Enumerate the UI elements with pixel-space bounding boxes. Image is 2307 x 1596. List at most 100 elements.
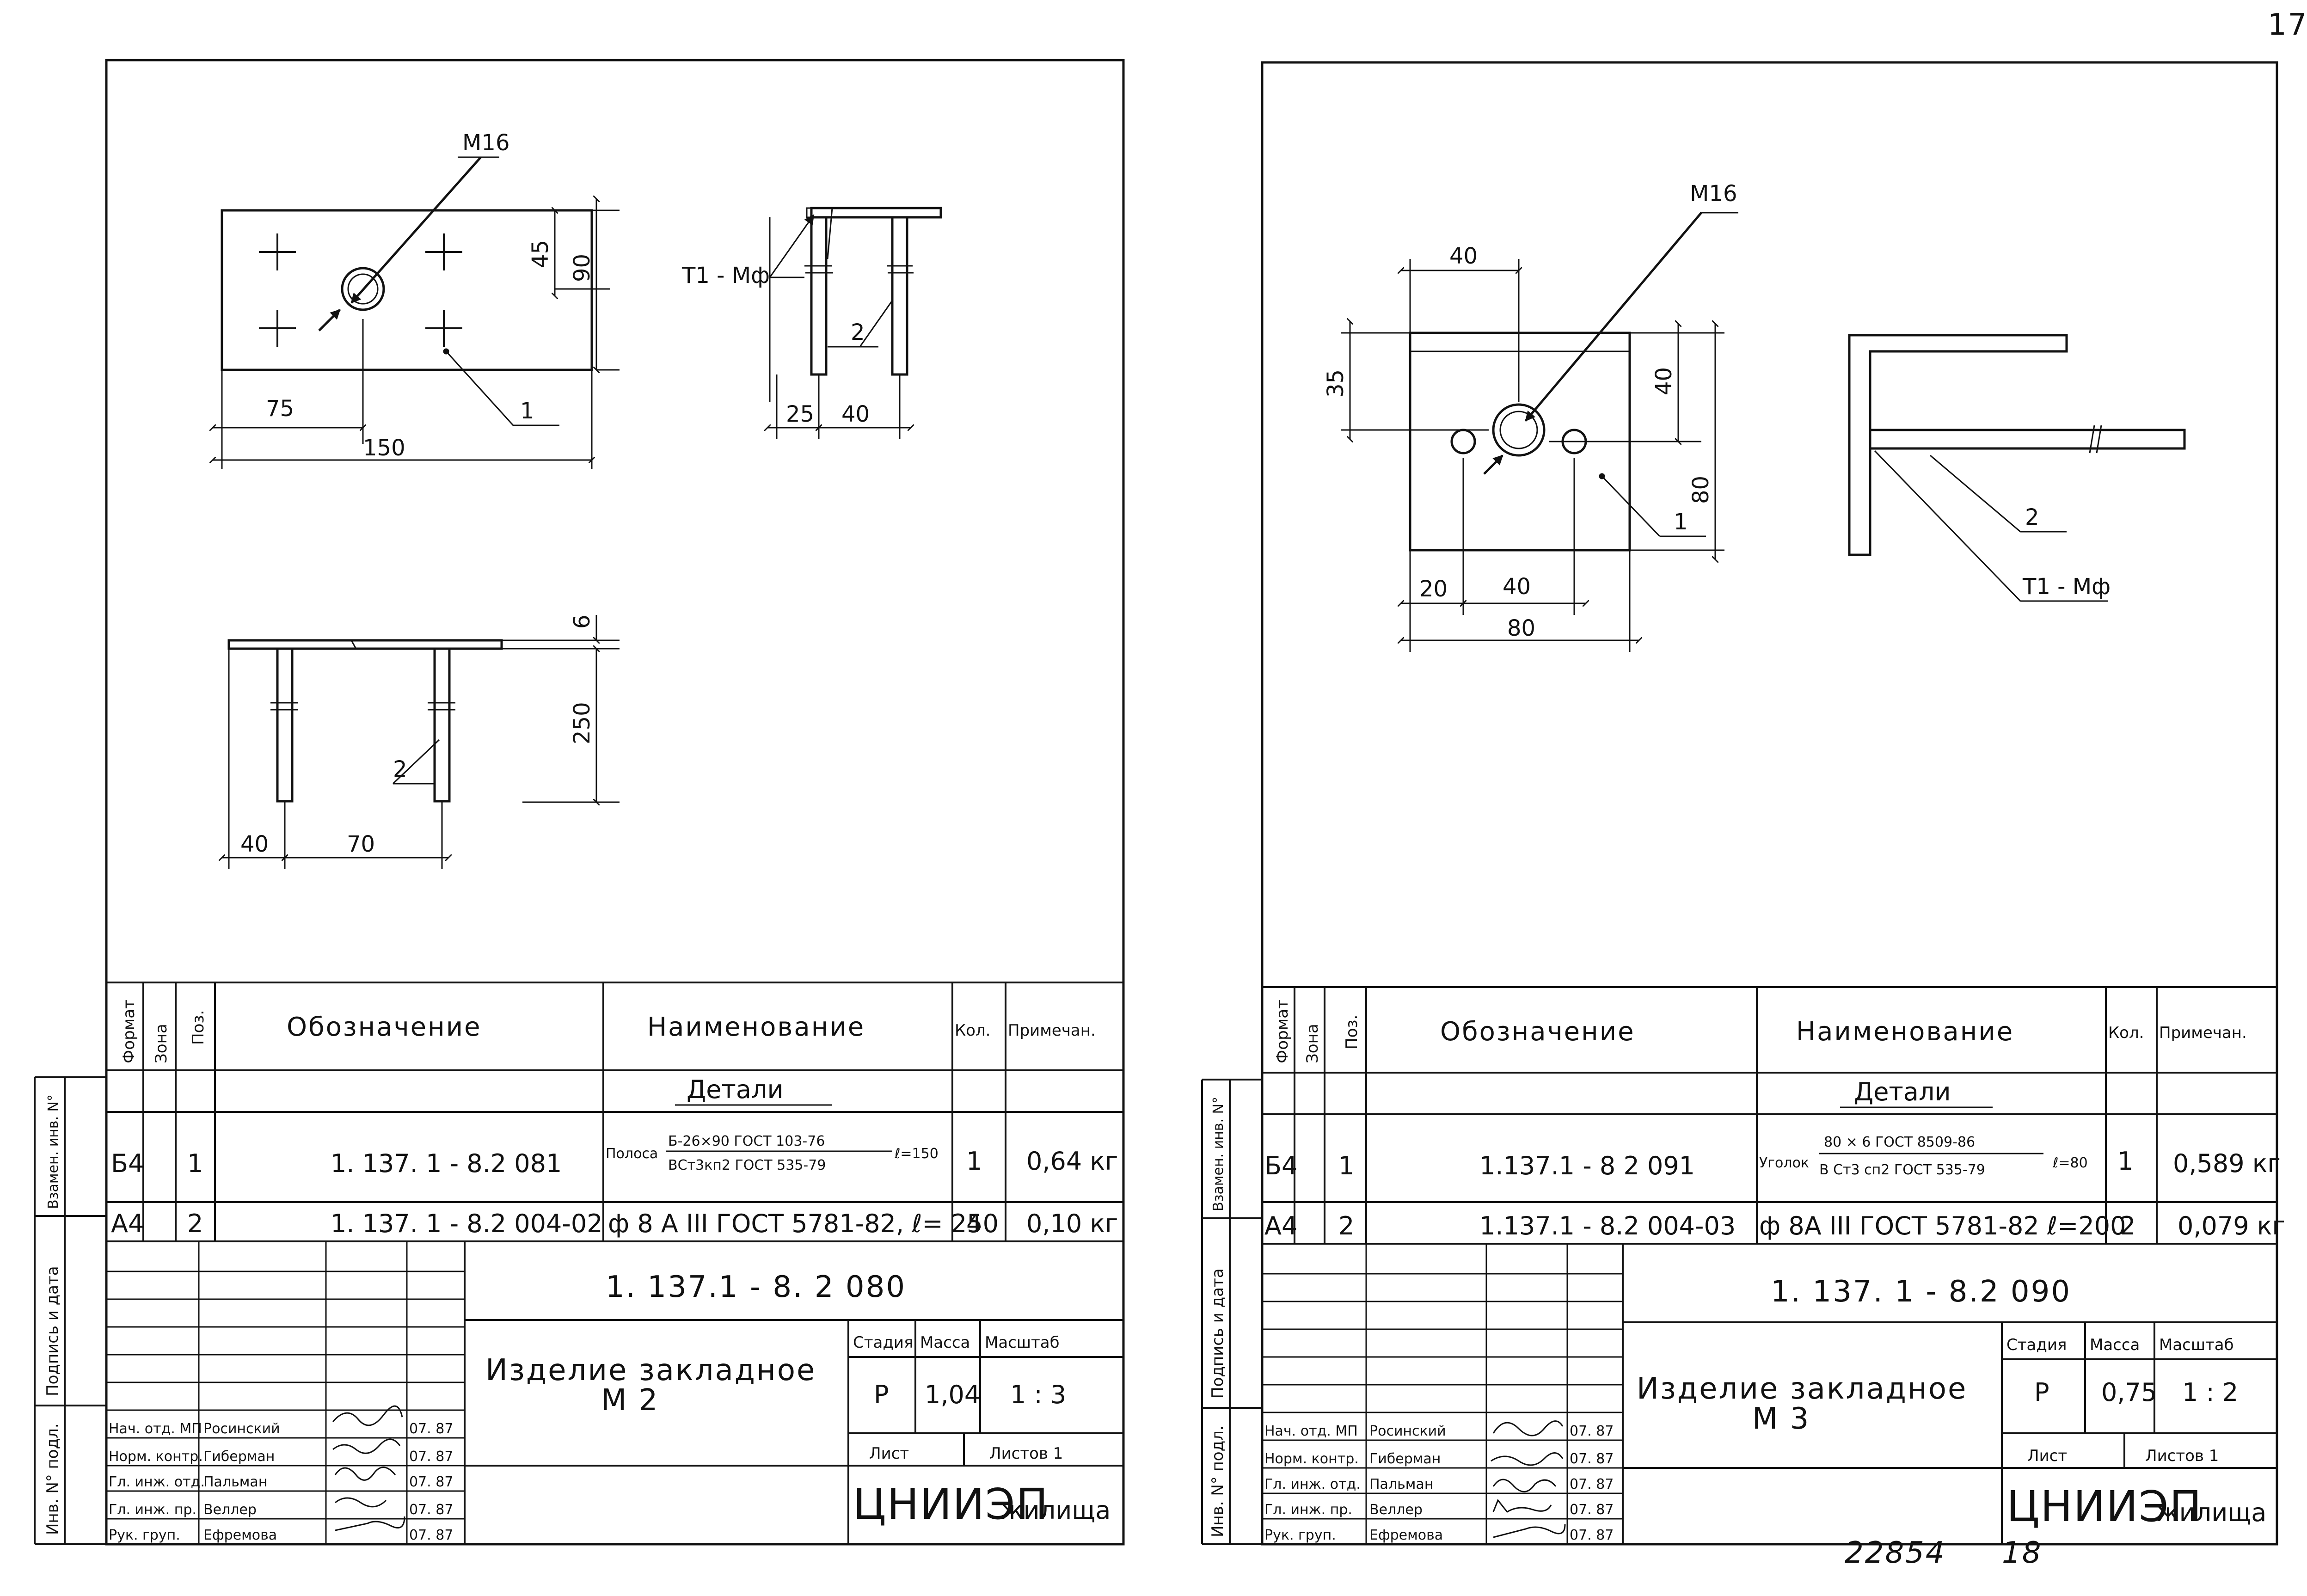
m3-dim-bottom-left: 20 xyxy=(1419,576,1448,602)
m2-weld-label: Т1 - Мф xyxy=(681,263,770,289)
m2-org-small: жилища xyxy=(1001,1496,1111,1525)
m2-part1-label: 1 xyxy=(520,398,534,424)
m3-sheet-label: Лист xyxy=(2027,1447,2067,1465)
m2-mass-label: Масса xyxy=(920,1333,970,1352)
m3-staff-role-1: Нач. отд. МП xyxy=(1264,1423,1358,1439)
m2-staff-date-4: 07. 87 xyxy=(409,1502,453,1518)
m3-th-name: Наименование xyxy=(1796,1017,2014,1047)
m3-title-line1: Изделие закладное xyxy=(1637,1372,1967,1406)
m2-texts: М16 1 75 150 45 90 Т1 - Мф 2 25 40 2 40 … xyxy=(43,130,1118,1543)
m3-staff-name-1: Росинский xyxy=(1369,1423,1446,1439)
m2-dim-side-left: 25 xyxy=(786,401,814,427)
m3-row1-name-bottom: В Ст3 сп2 ГОСТ 535-79 xyxy=(1819,1162,1985,1178)
m2-staff-date-3: 07. 87 xyxy=(409,1474,453,1490)
m3-th-zone: Зона xyxy=(1303,1024,1322,1063)
m2-staff-role-2: Норм. контр. xyxy=(109,1449,203,1465)
m2-row1-qty: 1 xyxy=(966,1147,982,1176)
m3-sheets-label: Листов 1 xyxy=(2145,1447,2219,1465)
m2-th-name: Наименование xyxy=(647,1012,865,1042)
m2-dim-hole-offset: 45 xyxy=(528,240,553,268)
m3-side-view xyxy=(1848,334,2186,602)
m3-row1-pos: 1 xyxy=(1338,1151,1354,1180)
m2-title-line2: М 2 xyxy=(601,1383,659,1418)
m2-th-note: Примечан. xyxy=(1008,1021,1096,1040)
sheet-m2-frame xyxy=(105,59,1125,1546)
m3-part1-label: 1 xyxy=(1674,509,1688,535)
m2-row1-name-prefix: Полоса xyxy=(606,1146,658,1162)
m2-th-qty: Кол. xyxy=(955,1021,990,1040)
m2-elevation-view xyxy=(222,615,620,869)
m2-row1-pos: 1 xyxy=(187,1149,203,1178)
m3-dim-height-total: 80 xyxy=(1688,476,1714,504)
m2-staff-role-1: Нач. отд. МП xyxy=(109,1421,202,1437)
m3-row1-name-prefix: Уголок xyxy=(1759,1155,1809,1171)
m3-row1-qty: 1 xyxy=(2117,1147,2133,1176)
m2-sheets-label: Листов 1 xyxy=(989,1444,1063,1463)
m2-th-pos: Поз. xyxy=(189,1010,208,1045)
m3-row1-name-suffix: ℓ=80 xyxy=(2052,1155,2088,1171)
m3-row1-designation: 1.137.1 - 8 2 091 xyxy=(1479,1151,1695,1180)
m2-signatures xyxy=(332,1405,405,1531)
m2-doc-number: 1. 137.1 - 8. 2 080 xyxy=(606,1270,906,1304)
m3-th-format: Формат xyxy=(1273,1000,1292,1063)
m2-side-label-sign: Подпись и дата xyxy=(43,1266,62,1396)
m3-org-big: ЦНИИЭП xyxy=(2006,1482,2203,1531)
m2-stage-value: Р xyxy=(874,1380,889,1409)
m2-row1-name-top: Б-26×90 ГОСТ 103-76 xyxy=(668,1133,825,1149)
m2-scale-value: 1 : 3 xyxy=(1010,1380,1066,1409)
m3-bolt-label: М16 xyxy=(1690,181,1737,207)
m3-staff-name-2: Гиберман xyxy=(1369,1451,1441,1467)
m3-dim-bottom-total: 80 xyxy=(1507,615,1535,641)
m2-row2-qty: 4 xyxy=(966,1209,982,1238)
m2-org-big: ЦНИИЭП xyxy=(853,1479,1049,1529)
m2-row2-pos: 2 xyxy=(187,1209,203,1238)
m3-dim-top-offset: 40 xyxy=(1449,243,1478,269)
m2-staff-name-3: Пальман xyxy=(203,1474,267,1490)
m2-row1-format: Б4 xyxy=(111,1149,144,1178)
m3-staff-date-3: 07. 87 xyxy=(1570,1476,1614,1492)
m2-title-line1: Изделие закладное xyxy=(485,1353,816,1387)
m3-signatures xyxy=(1491,1420,1566,1538)
m2-staff-name-1: Росинский xyxy=(203,1421,280,1437)
m2-scale-label: Масштаб xyxy=(985,1333,1060,1352)
footer-sheet-mark: 18 xyxy=(2002,1536,2042,1570)
m3-staff-date-4: 07. 87 xyxy=(1570,1502,1614,1518)
sheet-m2 xyxy=(34,59,1125,1546)
m3-th-note: Примечан. xyxy=(2159,1024,2247,1042)
m3-row2-note: 0,079 кг xyxy=(2178,1211,2285,1240)
m3-title-block xyxy=(1262,1244,2277,1544)
m2-th-designation: Обозначение xyxy=(287,1012,482,1042)
m3-dim-height-top: 40 xyxy=(1651,367,1677,395)
m2-dim-bottom-left: 40 xyxy=(240,831,269,857)
m3-row2-pos: 2 xyxy=(1338,1211,1354,1240)
m3-staff-name-3: Пальман xyxy=(1369,1476,1433,1492)
m2-spec-table xyxy=(106,982,1123,1242)
m2-side-label-replace: Взамен. инв. N° xyxy=(45,1094,61,1209)
m2-dim-bottom-bar-gap: 70 xyxy=(347,831,375,857)
m3-row2-designation: 1.137.1 - 8.2 004-03 xyxy=(1479,1211,1736,1240)
m2-th-format: Формат xyxy=(120,1000,138,1063)
m2-dim-plate-thickness: 6 xyxy=(569,614,595,629)
m3-stage-value: Р xyxy=(2034,1378,2049,1407)
m3-row1-format: Б4 xyxy=(1264,1151,1297,1180)
m2-side-view xyxy=(767,207,942,439)
m3-doc-number: 1. 137. 1 - 8.2 090 xyxy=(1771,1275,2071,1309)
m3-section-title: Детали xyxy=(1854,1077,1951,1106)
m2-staff-name-5: Ефремова xyxy=(203,1527,277,1543)
m3-staff-date-5: 07. 87 xyxy=(1570,1527,1614,1543)
m2-row1-designation: 1. 137. 1 - 8.2 081 xyxy=(331,1149,562,1178)
m3-scale-label: Масштаб xyxy=(2159,1336,2234,1354)
m2-stage-label: Стадия xyxy=(853,1333,913,1352)
m2-staff-role-4: Гл. инж. пр. xyxy=(109,1502,196,1518)
sheet-m2-binding-strip xyxy=(34,1076,106,1545)
m3-staff-name-4: Веллер xyxy=(1369,1502,1423,1518)
m3-staff-role-3: Гл. инж. отд. xyxy=(1264,1476,1361,1492)
m3-side-label-replace: Взамен. инв. N° xyxy=(1210,1097,1227,1211)
m3-row2-format: А4 xyxy=(1264,1211,1297,1240)
m3-stage-label: Стадия xyxy=(2006,1336,2067,1354)
m3-side-label-inv: Инв. N° подл. xyxy=(1209,1425,1227,1537)
m2-dim-bar-length: 250 xyxy=(569,702,595,744)
m2-mass-value: 1,04 xyxy=(925,1380,980,1409)
m2-bolt-label: М16 xyxy=(462,130,510,156)
